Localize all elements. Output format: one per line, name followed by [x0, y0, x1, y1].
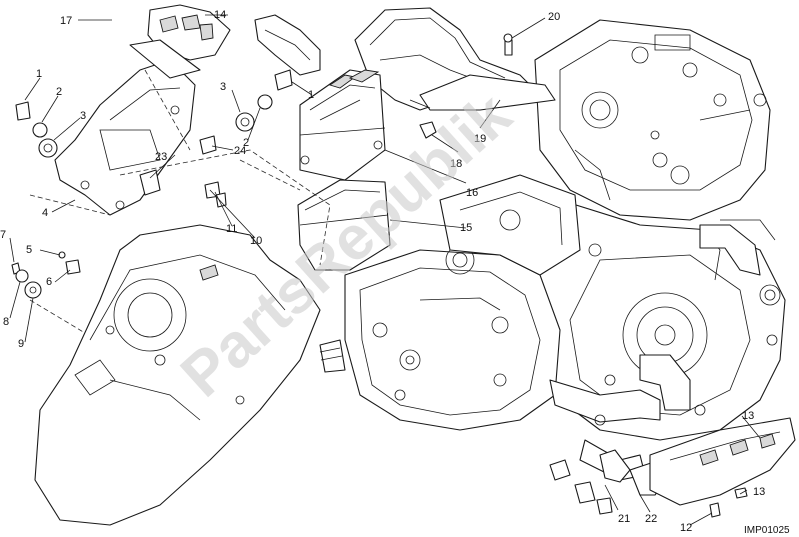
callout-22-b: 13: [753, 486, 765, 498]
callout-11: 11: [226, 223, 237, 235]
callout-17: 19: [474, 133, 486, 145]
callout-21: 12: [680, 522, 692, 534]
callout-3-center: 3: [220, 81, 226, 93]
center-small-parts: [139, 69, 293, 208]
callout-2-center: 2: [243, 137, 249, 149]
callout-8: 8: [3, 316, 9, 328]
callout-24: 24: [234, 145, 246, 157]
callout-20: 22: [645, 513, 657, 525]
engine-assembly: [319, 19, 786, 481]
callout-13: 15: [460, 222, 472, 234]
callout-15: 17: [60, 15, 72, 27]
callout-23: 23: [155, 151, 167, 163]
callout-1-left: 1: [36, 68, 42, 80]
bracket-22: [649, 417, 796, 518]
left-small-parts: [15, 101, 58, 158]
callout-7: 7: [0, 229, 6, 241]
callout-1-center: 1: [308, 89, 314, 101]
callout-3-left: 3: [80, 110, 86, 122]
callout-18: 20: [548, 11, 560, 23]
callout-10: 10: [250, 235, 262, 247]
callout-4: 4: [42, 207, 48, 219]
callout-14: 16: [466, 187, 478, 199]
callout-2-left: 2: [56, 86, 62, 98]
callout-labels: 17 14 1 2 3 4 5 6 7 8 9 10 11 1 3 2 23 2…: [0, 9, 765, 534]
lower-left-small-parts: [11, 251, 81, 299]
callout-22-a: 13: [742, 410, 754, 422]
ecu-cover: [297, 179, 391, 271]
callout-5: 5: [26, 244, 32, 256]
ecu-unit: [299, 69, 386, 181]
upper-cover-assembly: [354, 7, 556, 139]
belt-cover: [34, 224, 321, 526]
callout-6: 6: [46, 276, 52, 288]
callout-16: 18: [450, 158, 462, 170]
callout-12: 14: [214, 9, 226, 21]
leader-lines: [9, 14, 761, 526]
reference-code: IMP01025: [744, 525, 790, 536]
bracket-4: [54, 39, 201, 216]
callout-9: 9: [18, 338, 24, 350]
callout-19: 21: [618, 513, 630, 525]
